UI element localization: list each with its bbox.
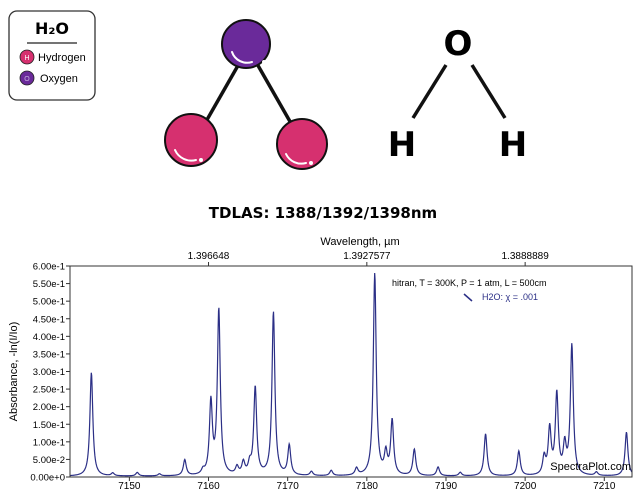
absorbance-chart: Wavelength, µm 1.396648 1.3927577 1.388888…: [8, 236, 633, 490]
hydrogen-badge: H: [24, 55, 29, 62]
y-tick-label: 3.50e-1: [33, 349, 65, 360]
bond-right: [254, 61, 298, 133]
hydrogen-atom-right-icon: [276, 118, 328, 170]
x-tick-label: 7200: [514, 481, 537, 490]
formula-hydrogen-left-label: H: [388, 125, 416, 165]
top-tick-label: 1.3888889: [502, 251, 550, 262]
x-tick-label: 7190: [435, 481, 458, 490]
y-tick-label: 2.50e-1: [33, 385, 65, 396]
series-legend-line-icon: [463, 293, 473, 302]
x-tick-label: 7180: [356, 481, 379, 490]
formula-oxygen-label: O: [444, 24, 473, 64]
ball-and-stick-model: [164, 19, 328, 170]
hydrogen-left-shine: [199, 158, 203, 162]
x-tick-label: 7170: [277, 481, 300, 490]
oxygen-highlight: [231, 51, 253, 64]
plot-frame: [69, 265, 633, 478]
hydrogen-left-highlight: [174, 149, 197, 162]
watermark-text: SpectraPlot.com: [550, 461, 631, 473]
y-tick-label: 6.00e-1: [33, 262, 65, 273]
y-tick-label: 1.50e-1: [33, 420, 65, 431]
hydrogen-atom-left-icon: [164, 113, 218, 167]
hydrogen-swatch-icon: [19, 49, 35, 65]
y-tick-label: 5.00e-2: [33, 455, 65, 466]
hydrogen-right-shine: [309, 161, 313, 165]
y-axis-ticks: 0.00e+0 5.00e-2 1.00e-1 1.50e-1 2.00e-1 2.50e…: [30, 262, 70, 484]
formula-bond-left: [411, 64, 448, 119]
simulation-annotation: hitran, T = 300K, P = 1 atm, L = 500cm: [392, 278, 547, 288]
top-tick-label: 1.396648: [188, 251, 230, 262]
legend-title: H₂O: [35, 19, 69, 38]
spectrum-line-h2o: [69, 272, 633, 477]
chart-title: TDLAS: 1388/1392/1398nm: [209, 204, 437, 222]
y-tick-label: 0.00e+0: [30, 473, 65, 484]
molecule-legend: H₂O H Hydrogen O Oxygen: [8, 10, 96, 101]
top-axis-ticks: 1.396648 1.3927577 1.3888889: [188, 251, 550, 266]
y-tick-label: 5.50e-1: [33, 279, 65, 290]
hydrogen-label: Hydrogen: [38, 52, 86, 64]
oxygen-badge: O: [24, 76, 30, 83]
formula-bond-right: [470, 64, 507, 119]
x-tick-label: 7160: [197, 481, 220, 490]
y-tick-label: 3.00e-1: [33, 367, 65, 378]
oxygen-label: Oxygen: [40, 73, 78, 85]
top-tick-label: 1.3927577: [343, 251, 391, 262]
series-legend-label: H2O: χ = .001: [482, 292, 538, 302]
y-tick-label: 1.00e-1: [33, 437, 65, 448]
structural-formula: O H H: [388, 24, 527, 165]
oxygen-shine: [262, 60, 266, 64]
hydrogen-right-highlight: [285, 153, 307, 165]
x-tick-label: 7150: [118, 481, 141, 490]
x-axis-ticks: 7150 7160 7170 7180 7190 7200 7210: [118, 477, 616, 490]
oxygen-swatch-icon: [19, 70, 35, 86]
x-tick-label: 7210: [593, 481, 616, 490]
y-tick-label: 4.50e-1: [33, 314, 65, 325]
y-tick-label: 4.00e-1: [33, 332, 65, 343]
top-axis-label: Wavelength, µm: [320, 236, 399, 248]
y-axis-label: Absorbance, -ln(I/Io): [8, 322, 20, 422]
formula-hydrogen-right-label: H: [499, 125, 527, 165]
y-tick-label: 2.00e-1: [33, 402, 65, 413]
y-tick-label: 5.00e-1: [33, 297, 65, 308]
